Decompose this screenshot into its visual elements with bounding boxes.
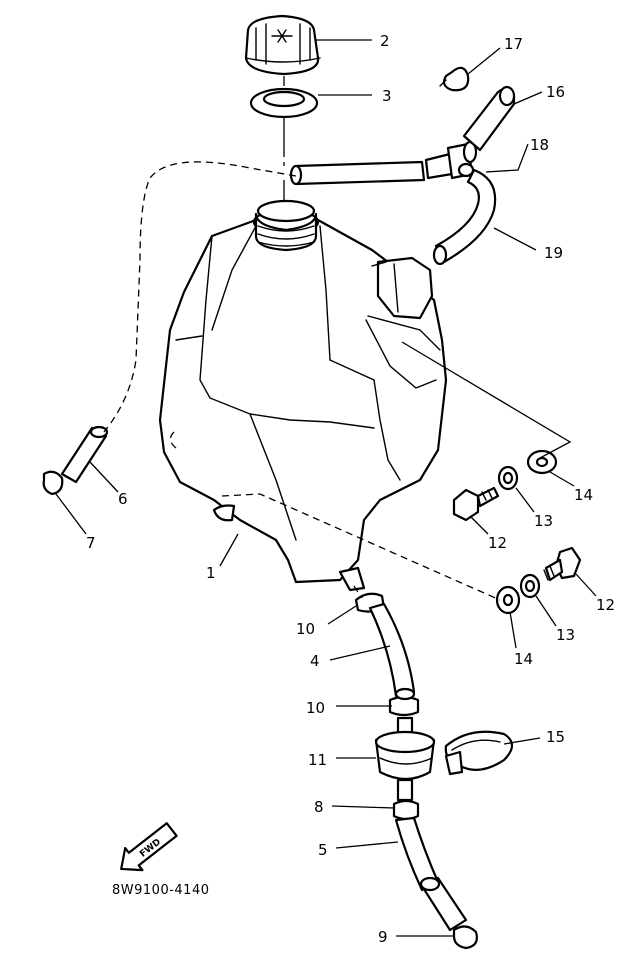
callout-3: 3 <box>382 87 392 105</box>
callout-14-lower: 14 <box>514 650 533 668</box>
breather-hose-6 <box>60 425 109 484</box>
breather-hose-16 <box>462 85 516 152</box>
hose-clip-17 <box>439 66 470 92</box>
fuel-hose-5 <box>394 816 468 932</box>
bolt-12-upper <box>452 486 500 522</box>
callout-18: 18 <box>530 136 549 154</box>
callout-13-lower: 13 <box>556 626 575 644</box>
hose-clip-7 <box>42 470 64 496</box>
callout-4: 4 <box>310 652 320 670</box>
callout-10-upper: 10 <box>296 620 315 638</box>
guide-line-tank-left <box>169 431 177 449</box>
callout-16: 16 <box>546 83 565 101</box>
callout-19: 19 <box>544 244 563 262</box>
drawing-code: 8W9100-4140 <box>112 883 209 898</box>
filler-neck <box>252 199 320 252</box>
washer-13-upper <box>497 465 519 491</box>
callout-15: 15 <box>546 728 565 746</box>
callout-12-lower: 12 <box>596 596 615 614</box>
callout-11: 11 <box>308 751 327 769</box>
hose-clip-8 <box>392 799 420 821</box>
callout-6: 6 <box>118 490 128 508</box>
breather-hose-top <box>289 160 426 186</box>
callout-14-upper: 14 <box>574 486 593 504</box>
guide-line-mount-upper <box>401 341 572 459</box>
guide-line-breather-loop <box>103 161 297 433</box>
cap-gasket <box>249 87 319 119</box>
callout-1: 1 <box>206 564 216 582</box>
forward-direction-arrow: FWD <box>120 822 178 872</box>
guide-line-mount-lower <box>221 493 501 601</box>
callout-17: 17 <box>504 35 523 53</box>
callout-2: 2 <box>380 32 390 50</box>
filter-band <box>444 730 514 776</box>
callout-labels: 2 3 17 16 18 19 6 7 1 10 4 10 11 8 5 9 1… <box>86 32 615 946</box>
bolt-12-lower <box>543 546 582 582</box>
callout-5: 5 <box>318 841 328 859</box>
callout-7: 7 <box>86 534 96 552</box>
callout-13-upper: 13 <box>534 512 553 530</box>
hose-clip-9 <box>452 925 478 950</box>
callout-8: 8 <box>314 798 324 816</box>
breather-hose-19 <box>432 168 497 266</box>
damper-14-lower <box>495 585 521 615</box>
washer-13-lower <box>519 573 541 599</box>
damper-14-upper <box>526 449 558 475</box>
fuel-cap <box>244 14 321 76</box>
callout-12-upper: 12 <box>488 534 507 552</box>
callout-leaders <box>55 39 597 937</box>
fuel-tank <box>158 218 448 592</box>
fuel-filter <box>374 716 436 802</box>
guide-line-drain <box>353 585 363 599</box>
callout-10-lower: 10 <box>306 699 325 717</box>
fuel-hose-4 <box>368 602 416 701</box>
t-joint <box>424 140 478 180</box>
callout-9: 9 <box>378 928 388 946</box>
